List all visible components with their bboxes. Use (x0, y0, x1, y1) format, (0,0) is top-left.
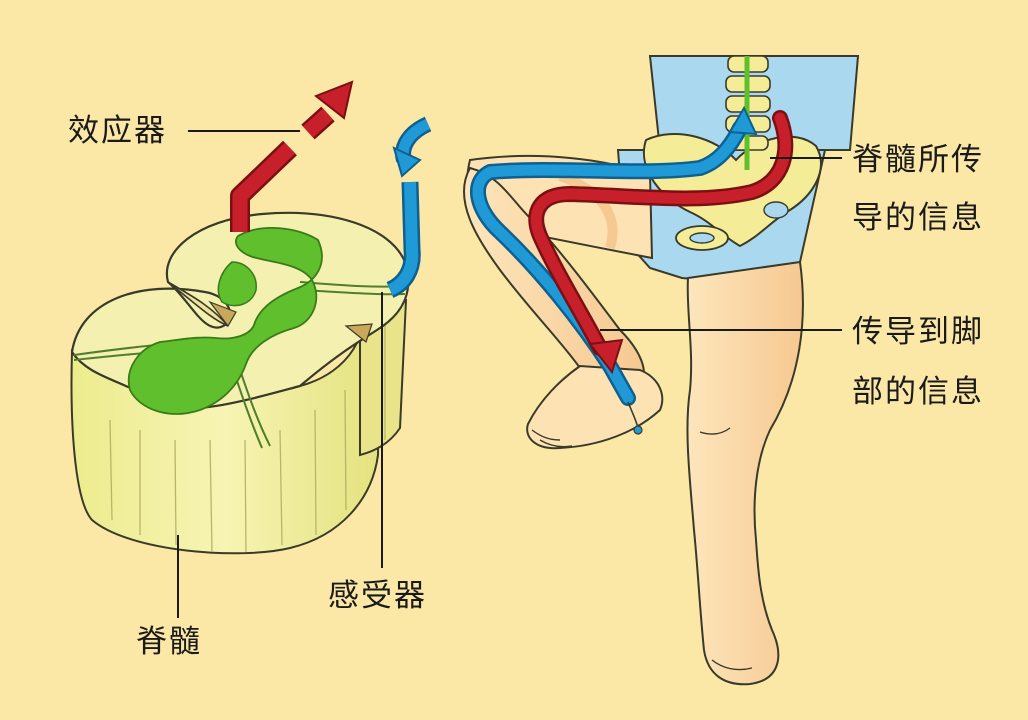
sensory-input-arrow (386, 116, 432, 298)
motor-pathway (528, 110, 794, 375)
sensory-pathway (469, 105, 758, 435)
foot-info-label-line1: 传导到脚 (852, 314, 984, 350)
standing-leg (686, 260, 804, 686)
leader-lines (177, 130, 842, 618)
receptor-label: 感受器 (328, 578, 427, 614)
foot-info-label-line2: 部的信息 (852, 374, 984, 410)
effector-label: 效应器 (68, 113, 167, 149)
cord-info-label-line1: 脊髓所传 (852, 142, 984, 178)
spinal-cord-label: 脊髓 (136, 624, 202, 660)
cord-info-label-line2: 导的信息 (852, 200, 984, 236)
motor-output-arrow (230, 80, 354, 232)
spinal-cord-segment (70, 211, 410, 555)
gray-matter (127, 227, 323, 415)
leg-figure (463, 55, 860, 686)
